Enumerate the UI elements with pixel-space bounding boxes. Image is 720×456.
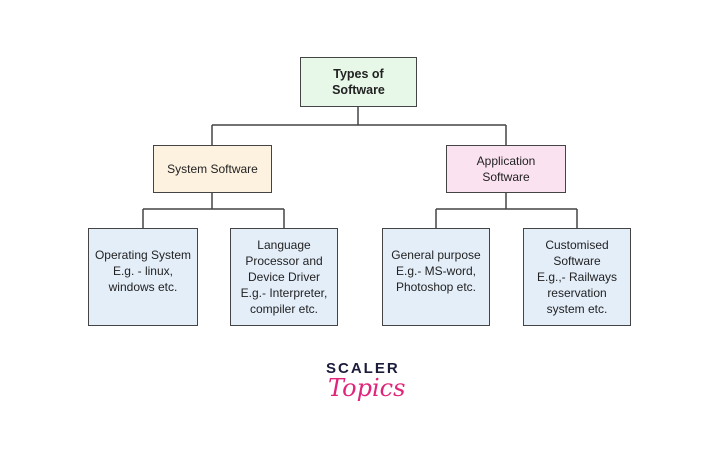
node-label: Customised Software E.g.,- Railways rese… <box>536 238 618 316</box>
node-language-processor: Language Processor and Device Driver E.g… <box>230 228 338 326</box>
node-system-software: System Software <box>153 145 272 193</box>
logo-wordmark: SCALER <box>326 360 400 377</box>
node-application-software: Application Software <box>446 145 566 193</box>
node-general-purpose: General purpose E.g.- MS-word, Photoshop… <box>382 228 490 326</box>
node-label: Application Software <box>476 154 536 184</box>
node-customised-software: Customised Software E.g.,- Railways rese… <box>523 228 631 326</box>
scaler-topics-logo: SCALER Topics <box>318 358 408 414</box>
node-types-of-software: Types of Software <box>300 57 417 107</box>
node-label: Types of Software <box>332 67 385 97</box>
node-operating-system: Operating System E.g. - linux, windows e… <box>88 228 198 326</box>
node-label: Operating System E.g. - linux, windows e… <box>94 248 192 294</box>
node-label: General purpose E.g.- MS-word, Photoshop… <box>391 248 481 294</box>
logo-script: Topics <box>328 374 406 402</box>
node-label: Language Processor and Device Driver E.g… <box>240 238 328 316</box>
node-label: System Software <box>167 162 258 176</box>
